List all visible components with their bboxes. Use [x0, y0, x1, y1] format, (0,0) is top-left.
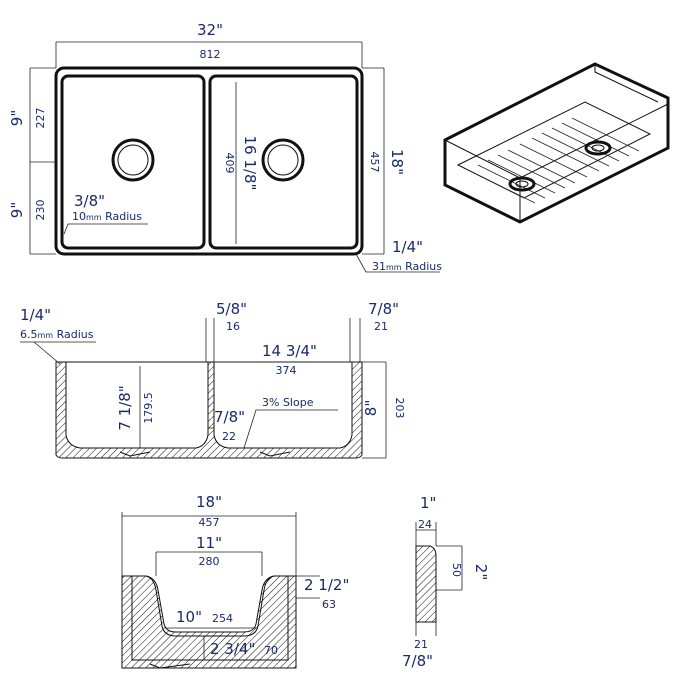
floor-in: 2 3/4": [210, 640, 255, 658]
detail-bottom-in: 7/8": [402, 652, 433, 670]
divider-in: 5/8": [216, 300, 247, 318]
left-lower-in: 9": [8, 202, 26, 218]
side-width-mm: 457: [199, 516, 220, 529]
edge-detail: 1" 24 2" 50 21 7/8": [402, 494, 490, 670]
inner-radius-in: 3/8": [74, 192, 105, 210]
bottom-in: 7/8": [214, 408, 245, 426]
front-section: 1/4" 6.5mm Radius 5/8" 16 7/8" 21 14 3/4…: [20, 300, 406, 459]
iso-left-drain: [508, 176, 536, 192]
front-radius-label: 6.5mm Radius: [20, 328, 94, 341]
bottom-mm: 22: [222, 430, 236, 443]
left-upper-in: 9": [8, 110, 26, 126]
iso-right-drain: [584, 140, 612, 156]
bottom-width-in: 10": [176, 608, 202, 626]
front-radius-in: 1/4": [20, 306, 51, 324]
top-width-mm: 812: [200, 48, 221, 61]
apron-in: 11": [196, 534, 222, 552]
outer-radius-in: 1/4": [392, 238, 423, 256]
left-bowl: [60, 74, 206, 250]
wall-mm: 21: [374, 320, 388, 333]
slope-label: 3% Slope: [262, 396, 314, 409]
lip-in: 2 1/2": [304, 576, 349, 594]
iso-outline: [443, 62, 670, 224]
bowl-width-in: 14 3/4": [262, 342, 317, 360]
detail-top-in: 1": [420, 494, 436, 512]
side-section: 18" 457 11" 280 2 1/2" 63 10" 254 2 3/4"…: [121, 493, 349, 669]
height-mm: 203: [393, 398, 406, 419]
apron-mm: 280: [199, 555, 220, 568]
left-upper-mm: 227: [34, 108, 47, 129]
top-view: 32" 812 9" 227 9" 230 16 1/8" 409 18" 45…: [8, 21, 442, 273]
detail-bottom-mm: 21: [414, 638, 428, 651]
detail-hatched-section: [415, 545, 437, 623]
divider-mm: 16: [226, 320, 240, 333]
depth-in: 7 1/8": [116, 385, 134, 430]
detail-height-mm: 50: [450, 563, 463, 577]
wall-in: 7/8": [368, 300, 399, 318]
depth-mm: 179.5: [142, 392, 155, 424]
bottom-width-mm: 254: [212, 612, 233, 625]
bowl-width-mm: 374: [276, 364, 297, 377]
isometric-view: [443, 62, 670, 224]
side-hatched-body: [121, 575, 297, 669]
right-bowl: [208, 74, 359, 250]
left-lower-mm: 230: [34, 200, 47, 221]
right-mm: 457: [368, 152, 381, 173]
floor-mm: 70: [264, 644, 278, 657]
detail-top-mm: 24: [418, 518, 432, 531]
front-hatched-body: [55, 361, 363, 459]
outer-radius-label: 31mm Radius: [372, 260, 442, 273]
lip-mm: 63: [322, 598, 336, 611]
left-drain: [111, 138, 155, 182]
top-width-in: 32": [197, 21, 223, 39]
right-in: 18": [388, 149, 406, 175]
sink-outline: [54, 66, 364, 256]
bowl-depth-mm: 409: [223, 153, 236, 174]
side-width-in: 18": [196, 493, 222, 511]
bowl-depth-in: 16 1/8": [241, 136, 259, 191]
right-drain: [261, 138, 305, 182]
height-in: 8": [362, 400, 380, 416]
detail-height-in: 2": [472, 564, 490, 580]
inner-radius-label: 10mm Radius: [72, 210, 142, 223]
